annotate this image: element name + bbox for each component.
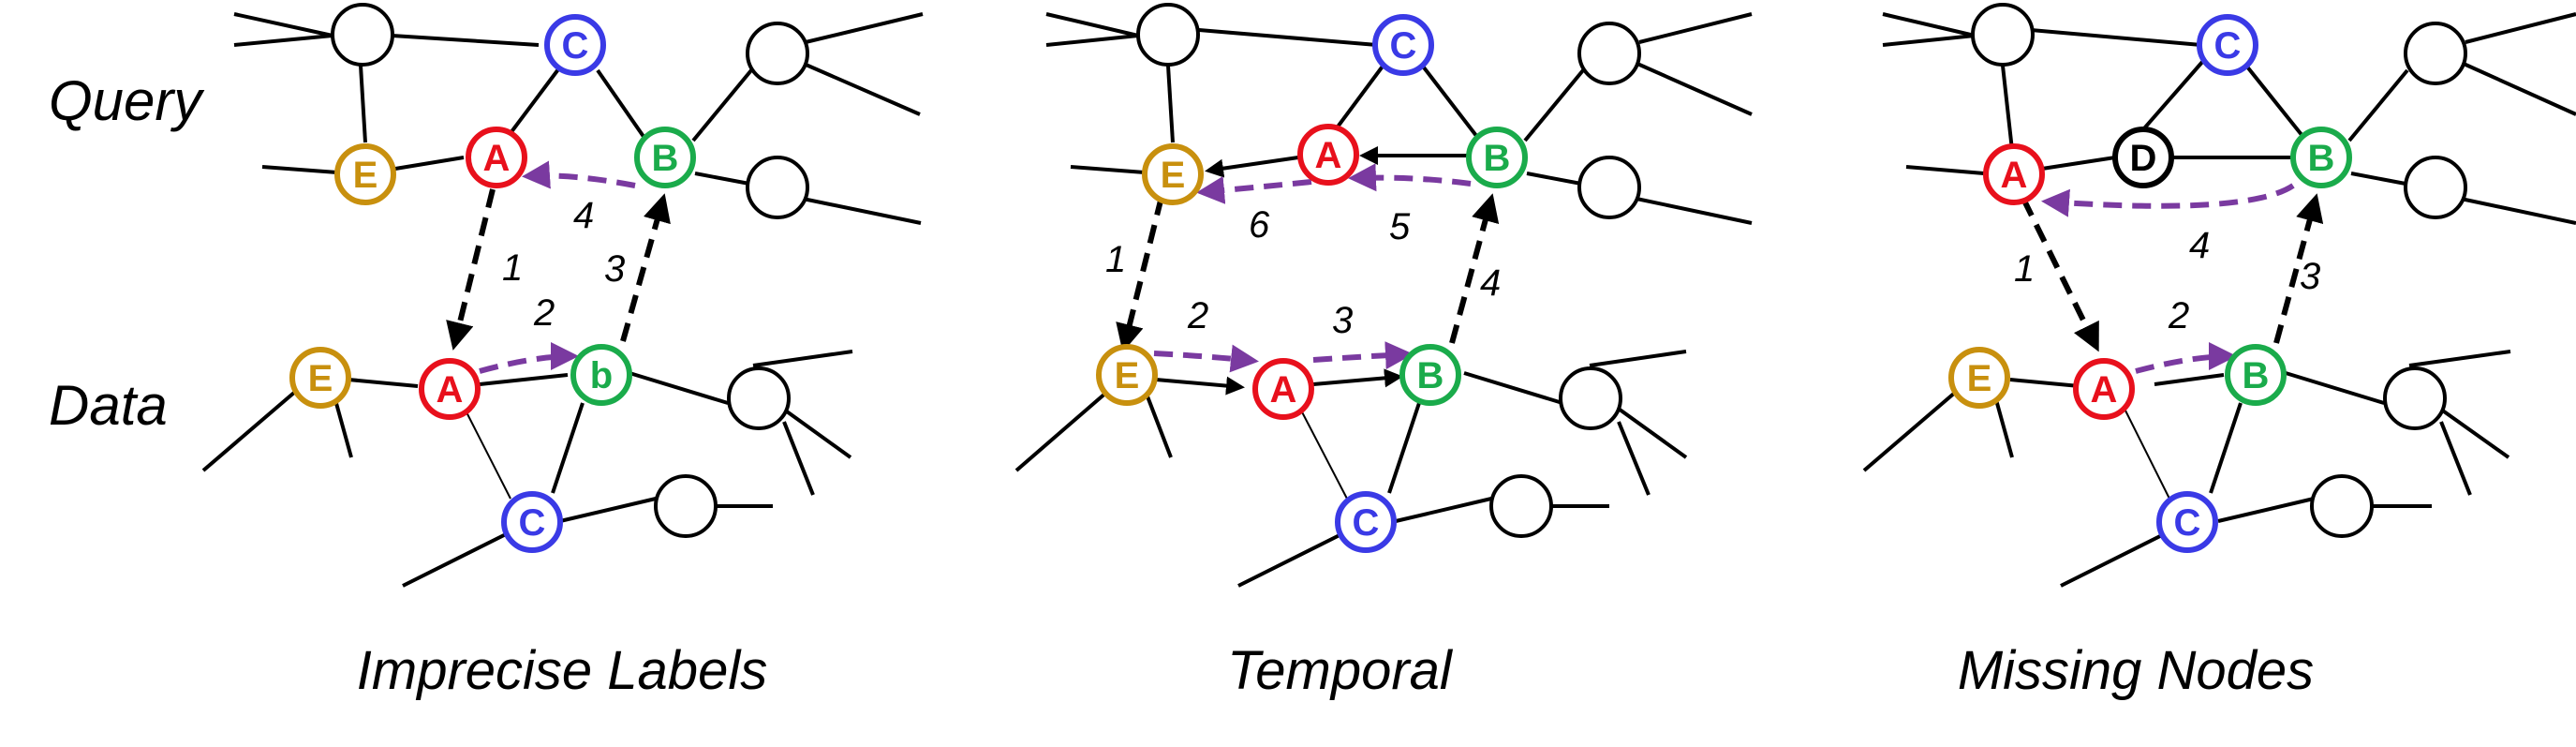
query-node-B-label: B — [1484, 138, 1511, 179]
plain-nodes — [331, 3, 809, 538]
data-graph-edges — [201, 350, 853, 588]
query-node-A: A — [1983, 143, 2045, 205]
plain-nodes — [1971, 3, 2467, 538]
match-edge-4 — [1449, 193, 1500, 344]
panel-caption: Temporal — [1227, 640, 1454, 701]
query-node-E: E — [334, 143, 396, 205]
query-node-C-label: C — [1390, 25, 1417, 67]
data-node-E-label: E — [308, 358, 333, 399]
row-label-data: Data — [49, 374, 168, 437]
query-node-E: E — [1142, 143, 1204, 205]
row-label-query: Query — [49, 69, 205, 132]
query-node-B-label: B — [2308, 138, 2335, 179]
query-directed-edge-A-E — [1205, 156, 1299, 178]
data-node-A: A — [1252, 358, 1314, 420]
query-node-C: C — [544, 14, 606, 76]
panel-caption: Imprecise Labels — [357, 640, 767, 701]
query-node-C-label: C — [562, 25, 589, 67]
step-label-1: 1 — [1105, 239, 1126, 280]
query-node-D: D — [2112, 127, 2174, 188]
query-node-B: B — [634, 127, 696, 188]
data-node-B-label: B — [1417, 355, 1444, 396]
data-node-C: C — [1335, 491, 1397, 553]
query-node-E-label: E — [1161, 155, 1186, 196]
search-edge-3 — [1312, 341, 1414, 370]
data-edge-thin — [2121, 402, 2170, 500]
search-edge-6 — [1196, 175, 1312, 204]
search-edge-4 — [522, 160, 636, 189]
query-node-B: B — [2290, 127, 2352, 188]
panel-missing-nodes: C A D B E A B C 1 2 3 — [1862, 3, 2576, 701]
query-graph-edges — [1882, 12, 2576, 225]
step-label-1: 1 — [502, 247, 523, 289]
search-edge-2 — [1153, 344, 1259, 373]
data-node-E: E — [1948, 347, 2010, 409]
query-node-C: C — [1372, 14, 1434, 76]
panel-temporal: C A B E E A B C 1 2 3 — [1014, 3, 1753, 701]
step-label-3: 3 — [1332, 300, 1353, 341]
data-node-C: C — [2156, 491, 2218, 553]
data-node-A-label: A — [437, 369, 464, 411]
query-node-A-label: A — [2001, 155, 2028, 196]
query-node-D-label: D — [2130, 138, 2157, 179]
step-label-1: 1 — [2014, 248, 2035, 290]
step-label-2: 2 — [2168, 295, 2189, 336]
search-edge-2 — [479, 342, 579, 374]
data-edge-thin — [461, 402, 511, 500]
match-edge-3 — [2273, 193, 2324, 344]
data-node-C: C — [501, 491, 563, 553]
data-node-E-label: E — [1115, 355, 1140, 396]
data-node-B-label: B — [2243, 355, 2270, 396]
step-label-2: 2 — [1187, 295, 1208, 336]
data-node-A-label: A — [1270, 369, 1297, 411]
data-directed-edge-A-B — [1312, 368, 1403, 388]
data-node-C-label: C — [1353, 502, 1380, 544]
search-edge-2 — [2135, 342, 2237, 374]
match-edge-1 — [446, 188, 496, 351]
query-node-A: A — [1297, 124, 1359, 186]
panel-imprecise-labels: C A B E E A b C 1 — [201, 3, 924, 701]
data-edge-thin — [1296, 402, 1348, 500]
search-edge-4 — [2041, 183, 2295, 217]
step-label-4: 4 — [1480, 262, 1501, 304]
step-label-2: 2 — [533, 292, 555, 334]
data-node-B-label: b — [590, 355, 613, 396]
data-node-A: A — [419, 358, 481, 420]
data-node-E-label: E — [1967, 358, 1992, 399]
data-directed-edge-E-A — [1155, 376, 1245, 396]
query-node-B-label: B — [652, 138, 679, 179]
search-edge-5 — [1348, 163, 1472, 192]
data-node-C-label: C — [519, 502, 546, 544]
step-label-6: 6 — [1249, 204, 1270, 246]
data-graph-edges — [1014, 350, 1688, 588]
match-edge-1 — [1116, 196, 1164, 352]
data-node-E: E — [1096, 344, 1158, 406]
query-graph-edges — [1045, 12, 1753, 225]
step-label-3: 3 — [2300, 256, 2320, 297]
step-label-4: 4 — [2189, 225, 2210, 266]
data-node-B: B — [2225, 344, 2287, 406]
query-node-C: C — [2197, 14, 2258, 76]
step-label-5: 5 — [1389, 206, 1411, 247]
query-node-E-label: E — [353, 155, 378, 196]
step-label-4: 4 — [573, 195, 594, 236]
data-node-E: E — [289, 347, 351, 409]
panel-caption: Missing Nodes — [1958, 640, 2314, 701]
query-node-A-label: A — [1315, 135, 1342, 176]
query-node-C-label: C — [2214, 25, 2242, 67]
data-node-B: b — [570, 344, 632, 406]
data-node-C-label: C — [2174, 502, 2201, 544]
query-node-A-label: A — [483, 138, 511, 179]
data-graph-edges — [1862, 350, 2511, 588]
data-node-A-label: A — [2091, 369, 2118, 411]
query-node-A: A — [466, 127, 527, 188]
match-edge-3 — [620, 193, 671, 342]
step-label-3: 3 — [604, 248, 625, 290]
plain-nodes — [1136, 3, 1641, 538]
data-node-B: B — [1399, 344, 1461, 406]
query-node-B: B — [1466, 127, 1528, 188]
data-node-A: A — [2073, 358, 2135, 420]
